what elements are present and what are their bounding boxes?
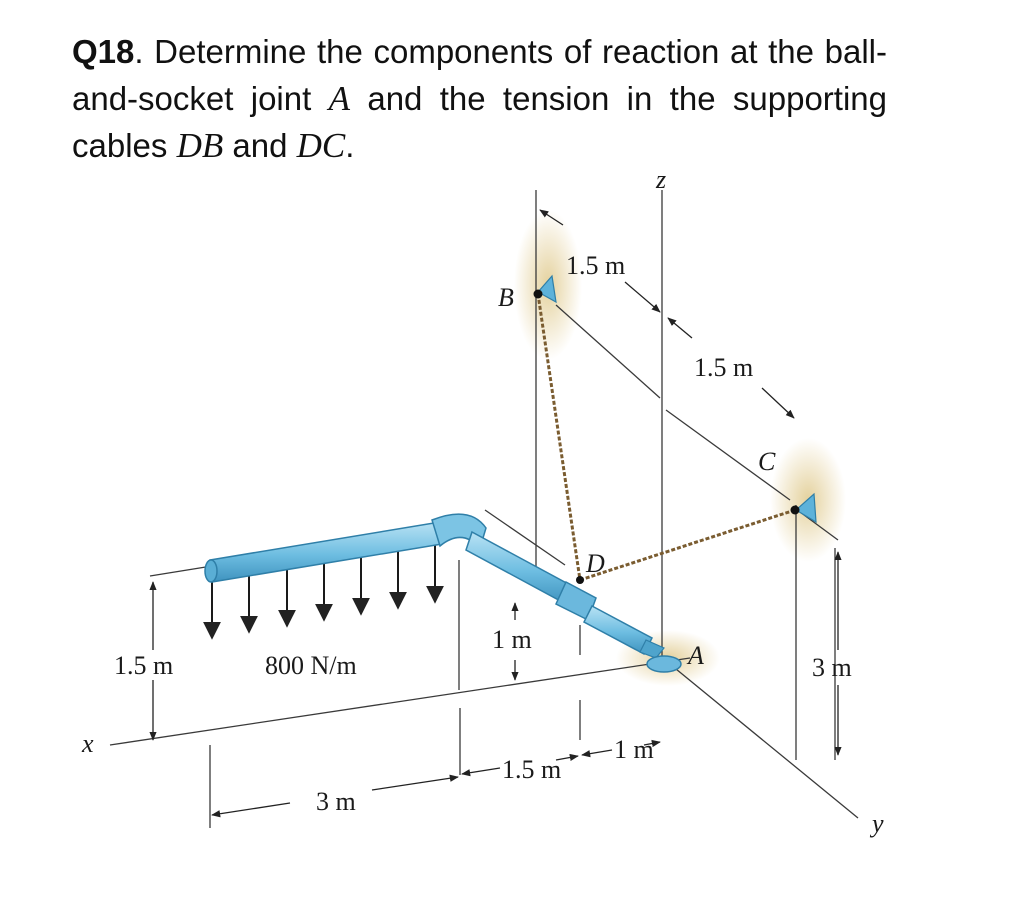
label-dim-mid: 1.5 m [502, 755, 561, 784]
label-dim-length: 3 m [316, 787, 356, 816]
bracket-b [537, 274, 557, 304]
label-point-a: A [686, 641, 704, 670]
label-point-b: B [498, 283, 514, 312]
pin-b [533, 289, 543, 299]
var-a: A [328, 79, 351, 118]
label-axis-y: y [869, 809, 884, 838]
var-dc: DC [296, 126, 346, 165]
label-axis-x: x [81, 729, 94, 758]
label-point-c: C [758, 447, 776, 476]
label-point-d: D [585, 549, 605, 578]
label-dim-end: 1 m [614, 735, 654, 764]
socket-base [646, 655, 682, 673]
label-dim-height-left: 1.5 m [114, 651, 173, 680]
label-dim-c-height: 3 m [812, 653, 852, 682]
var-db: DB [176, 126, 224, 165]
label-dim-b-offset: 1.5 m [566, 251, 625, 280]
pin-c [790, 505, 800, 515]
label-axis-z: z [655, 165, 666, 194]
question-part3: and [223, 127, 297, 164]
pin-d [576, 576, 584, 584]
question-text: Q18. Determine the components of reactio… [72, 28, 887, 169]
question-part2: and the tension in the supporting cables [72, 80, 887, 164]
construction-lines [109, 190, 859, 828]
question-part4: . [345, 127, 355, 164]
label-dim-d-height: 1 m [492, 625, 532, 654]
question-part1: . Determine the components of reaction a… [72, 33, 887, 117]
question-number: Q18 [72, 33, 135, 70]
load-arrows [203, 544, 444, 640]
bracket-c [794, 492, 817, 524]
cables [536, 293, 796, 582]
label-load: 800 N/m [265, 651, 357, 680]
label-dim-c-offset: 1.5 m [694, 353, 753, 382]
dimension-lines [149, 209, 842, 818]
